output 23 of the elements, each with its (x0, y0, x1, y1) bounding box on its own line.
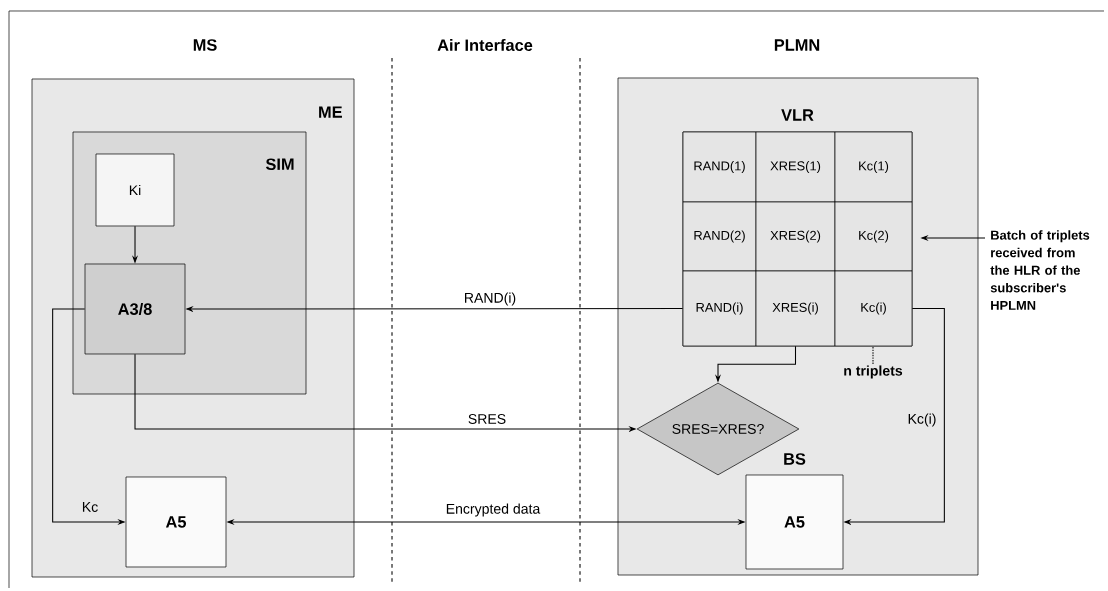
table-cell: RAND(i) (682, 270, 757, 347)
table-cell: RAND(2) (682, 201, 757, 272)
edge-label: RAND(i) (462, 291, 518, 307)
table-cell: XRES(i) (755, 270, 836, 347)
leader-line (872, 345, 874, 365)
column-heading: Air Interface (437, 38, 533, 52)
column-heading: MS (193, 39, 217, 51)
table-cell: Kc(2) (834, 201, 913, 272)
note-text: n triplets (844, 365, 903, 379)
note-text: Batch of triplets received from the HLR of the subscriber's HPLMN (990, 230, 1090, 310)
process-box: Ki (95, 153, 175, 227)
table-cell: XRES(1) (755, 131, 836, 203)
edge-label: SRES (466, 412, 508, 426)
table-cell: RAND(1) (682, 131, 757, 203)
table-cell: XRES(2) (755, 201, 836, 272)
process-box: A5 (125, 476, 227, 568)
node-label: VLR (781, 109, 814, 121)
column-heading: PLMN (774, 39, 820, 51)
table-cell: Kc(i) (834, 270, 913, 347)
table-cell: Kc(1) (834, 131, 913, 203)
edge-label: Kc(i) (906, 412, 938, 428)
edge-label: Encrypted data (444, 502, 542, 518)
process-box: A3/8 (84, 263, 186, 355)
